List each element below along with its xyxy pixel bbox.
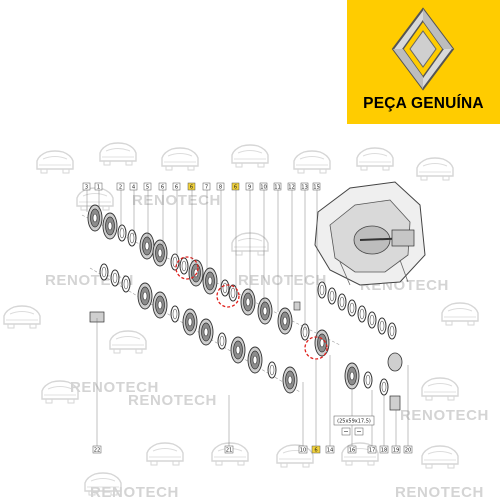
svg-text:10: 10	[300, 448, 307, 454]
svg-text:15: 15	[313, 185, 320, 191]
svg-text:22: 22	[94, 448, 101, 454]
svg-text:6: 6	[190, 185, 193, 191]
svg-text:RENOTECH: RENOTECH	[238, 272, 327, 289]
top-callouts: 3 1 2 4 5 6 6 6 7 8 6 9 10 11 12 13 15	[82, 182, 321, 338]
transmission-housing	[314, 181, 426, 286]
svg-text:8: 8	[219, 185, 222, 191]
svg-text:18: 18	[381, 448, 388, 454]
svg-text:13: 13	[301, 185, 308, 191]
svg-text:19: 19	[393, 448, 400, 454]
svg-text:7: 7	[205, 185, 208, 191]
genuine-part-badge: PEÇA GENUÍNA	[347, 0, 500, 124]
svg-text:4: 4	[132, 185, 136, 191]
svg-text:20: 20	[405, 448, 412, 454]
upper-shaft-axis	[81, 214, 341, 346]
svg-text:3: 3	[85, 185, 88, 191]
svg-text:5: 5	[146, 185, 149, 191]
svg-text:RENOTECH: RENOTECH	[45, 272, 134, 289]
svg-text:6: 6	[161, 185, 164, 191]
svg-text:16: 16	[349, 448, 356, 454]
bottom-callouts: 22 21 10 6 14 16 17 18 19 20	[92, 318, 413, 454]
svg-text:RENOTECH: RENOTECH	[400, 407, 489, 424]
svg-text:10: 10	[260, 185, 267, 191]
bearing-spec: (25x59x17,5)	[333, 415, 375, 436]
genuine-part-text: PEÇA GENUÍNA	[363, 95, 484, 112]
svg-text:12: 12	[288, 185, 295, 191]
svg-text:6: 6	[175, 185, 178, 191]
svg-text:17: 17	[369, 448, 376, 454]
svg-text:1: 1	[97, 185, 100, 191]
svg-text:11: 11	[274, 185, 281, 191]
svg-text:6: 6	[314, 448, 317, 454]
svg-text:(25x59x17,5): (25x59x17,5)	[337, 419, 371, 425]
output-hardware	[89, 301, 403, 411]
svg-text:21: 21	[226, 448, 233, 454]
svg-text:2: 2	[119, 185, 122, 191]
svg-text:RENOTECH: RENOTECH	[395, 484, 484, 500]
svg-text:6: 6	[234, 185, 237, 191]
renault-diamond-logo	[391, 7, 455, 91]
highlight-circles	[175, 256, 328, 360]
svg-text:RENOTECH: RENOTECH	[128, 392, 217, 409]
svg-text:14: 14	[327, 448, 334, 454]
svg-text:RENOTECH: RENOTECH	[90, 484, 179, 500]
svg-text:9: 9	[248, 185, 251, 191]
svg-text:RENOTECH: RENOTECH	[70, 379, 159, 396]
svg-text:RENOTECH: RENOTECH	[132, 192, 221, 209]
